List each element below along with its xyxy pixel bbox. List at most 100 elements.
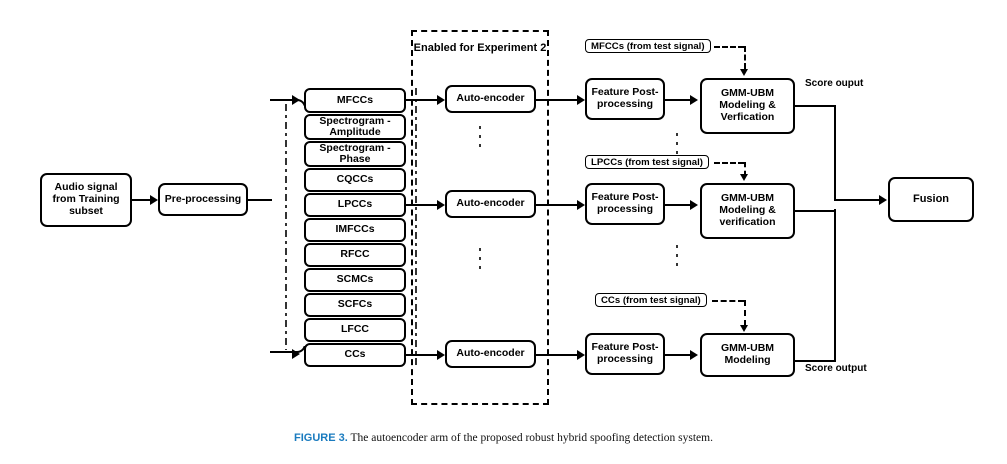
connector-autoencoder-to-post-middle: [536, 204, 580, 207]
fusion-label: Fusion: [912, 193, 950, 206]
feature-label: LPCCs: [337, 198, 373, 211]
autoencoder-label: Auto-encoder: [456, 347, 525, 360]
autoencoder-block-top[interactable]: Auto-encoder: [445, 85, 536, 113]
test-signal-label: CCs (from test signal): [601, 294, 701, 306]
test-signal-dashed-h-bottom: [712, 300, 744, 302]
autoencoder-ellipsis-upper: [479, 126, 482, 153]
audio-source-label: Audio signal from Training subset: [52, 181, 120, 217]
arrowhead-to-ccs: [292, 349, 300, 359]
feature-label: LFCC: [341, 323, 369, 336]
post-processing-ellipsis-upper: [676, 133, 679, 160]
feature-label: Spectrogram - Phase: [319, 141, 391, 165]
test-signal-dashed-h-top: [714, 46, 744, 48]
post-processing-block-top[interactable]: Feature Post-processing: [585, 78, 665, 120]
post-processing-label: Feature Post-processing: [591, 191, 659, 215]
feature-label: RFCC: [340, 248, 370, 261]
gmm-ubm-label: GMM-UBM Modeling: [720, 342, 775, 366]
experiment2-title-text: Enabled for Experiment 2: [413, 42, 547, 54]
feature-item-mfccs[interactable]: MFCCs: [304, 88, 406, 113]
score-output-text: Score ouput: [805, 78, 864, 89]
audio-source-block: Audio signal from Training subset: [40, 173, 132, 227]
test-signal-dashed-v-middle: [744, 162, 746, 176]
connector-gmm-bottom-score: [795, 360, 836, 363]
connector-lpccs-to-autoencoder: [406, 204, 440, 207]
experiment2-dashed-group: [411, 30, 549, 405]
connector-post-to-gmm-middle: [665, 204, 693, 207]
feature-label: CQCCs: [336, 173, 374, 186]
connector-preprocessing-stem: [248, 199, 272, 202]
figure-caption: FIGURE 3. The autoencoder arm of the pro…: [0, 432, 1007, 444]
post-processing-label: Feature Post-processing: [591, 341, 659, 365]
feature-item-cqccs[interactable]: CQCCs: [304, 168, 406, 192]
post-processing-label: Feature Post-processing: [591, 86, 659, 110]
connector-autoencoder-to-post-top: [536, 99, 580, 102]
test-signal-dashed-v-bottom: [744, 300, 746, 326]
gmm-ubm-block-middle[interactable]: GMM-UBM Modeling & verification: [700, 183, 795, 239]
connector-autoencoder-to-post-bottom: [536, 354, 580, 357]
test-signal-pill-mfccs: MFCCs (from test signal): [585, 39, 711, 53]
feature-column-dashdot-right: [415, 88, 417, 368]
feature-item-rfcc[interactable]: RFCC: [304, 243, 406, 267]
score-bus-vertical-bottom: [834, 209, 837, 362]
arrowhead-test-signal-top: [740, 69, 748, 76]
score-output-label-top: Score ouput: [805, 78, 863, 89]
connector-post-to-gmm-top: [665, 99, 693, 102]
feature-item-scfcs[interactable]: SCFCs: [304, 293, 406, 317]
autoencoder-block-middle[interactable]: Auto-encoder: [445, 190, 536, 218]
test-signal-dashed-v-top: [744, 46, 746, 69]
autoencoder-block-bottom[interactable]: Auto-encoder: [445, 340, 536, 368]
test-signal-dashed-h-middle: [714, 162, 744, 164]
arrowhead-test-signal-bottom: [740, 325, 748, 332]
preprocessing-label: Pre-processing: [164, 192, 242, 205]
feature-label: MFCCs: [336, 93, 374, 106]
figure-number: FIGURE 3.: [294, 432, 348, 444]
arrowhead-post-bottom: [577, 350, 585, 360]
feature-item-lfcc[interactable]: LFCC: [304, 318, 406, 342]
feature-item-ccs[interactable]: CCs: [304, 343, 406, 367]
arrowhead-post-top: [577, 95, 585, 105]
feature-item-scmcs[interactable]: SCMCs: [304, 268, 406, 292]
arrowhead-autoencoder-top: [437, 95, 445, 105]
gmm-ubm-block-bottom[interactable]: GMM-UBM Modeling: [700, 333, 795, 377]
connector-audio-to-preprocessing: [132, 199, 152, 202]
feature-item-spectrogram-phase[interactable]: Spectrogram - Phase: [304, 141, 406, 167]
autoencoder-ellipsis-lower: [479, 248, 482, 275]
score-bus-vertical-top: [834, 105, 837, 201]
preprocessing-block: Pre-processing: [158, 183, 248, 216]
arrowhead-to-mfccs: [292, 95, 300, 105]
connector-score-bus-to-fusion: [834, 199, 882, 202]
test-signal-label: MFCCs (from test signal): [591, 40, 705, 52]
post-processing-block-middle[interactable]: Feature Post-processing: [585, 183, 665, 225]
gmm-ubm-label: GMM-UBM Modeling & Verfication: [719, 87, 776, 123]
test-signal-pill-ccs: CCs (from test signal): [595, 293, 707, 307]
figure-caption-text: The autoencoder arm of the proposed robu…: [350, 432, 713, 444]
feature-item-imfccs[interactable]: IMFCCs: [304, 218, 406, 242]
feature-label: SCMCs: [336, 273, 374, 286]
score-output-label-bottom: Score output: [805, 363, 867, 374]
score-output-text: Score output: [805, 363, 867, 374]
connector-post-to-gmm-bottom: [665, 354, 693, 357]
feature-item-spectrogram-amplitude[interactable]: Spectrogram - Amplitude: [304, 114, 406, 140]
arrowhead-autoencoder-bottom: [437, 350, 445, 360]
arrowhead-autoencoder-middle: [437, 200, 445, 210]
feature-item-lpccs[interactable]: LPCCs: [304, 193, 406, 217]
connector-gmm-top-score: [795, 105, 836, 108]
fusion-block[interactable]: Fusion: [888, 177, 974, 222]
arrowhead-audio-to-preprocessing: [150, 195, 158, 205]
arrowhead-gmm-middle: [690, 200, 698, 210]
gmm-ubm-label: GMM-UBM Modeling & verification: [719, 192, 776, 228]
gmm-ubm-block-top[interactable]: GMM-UBM Modeling & Verfication: [700, 78, 795, 134]
arrowhead-test-signal-middle: [740, 174, 748, 181]
post-processing-block-bottom[interactable]: Feature Post-processing: [585, 333, 665, 375]
arrowhead-gmm-top: [690, 95, 698, 105]
arrowhead-fusion: [879, 195, 887, 205]
experiment2-group-title: Enabled for Experiment 2: [411, 42, 549, 56]
post-processing-ellipsis-lower: [676, 245, 679, 272]
connector-mfccs-to-autoencoder: [406, 99, 440, 102]
test-signal-pill-lpccs: LPCCs (from test signal): [585, 155, 709, 169]
connector-ccs-to-autoencoder: [406, 354, 440, 357]
arrowhead-gmm-bottom: [690, 350, 698, 360]
test-signal-label: LPCCs (from test signal): [591, 156, 703, 168]
autoencoder-label: Auto-encoder: [456, 92, 525, 105]
